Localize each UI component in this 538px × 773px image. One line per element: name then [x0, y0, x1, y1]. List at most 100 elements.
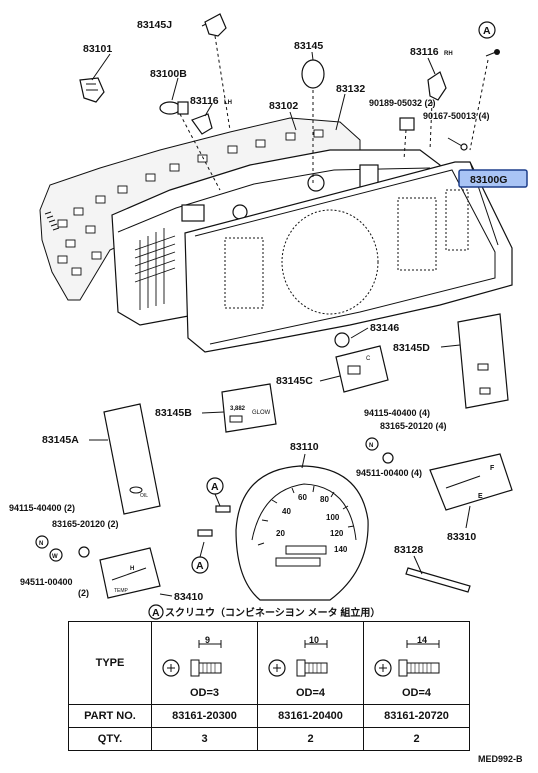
label-83116-lh: 83116: [190, 95, 219, 107]
table-row-part-no: PART NO. 83161-20300 83161-20400 83161-2…: [68, 704, 470, 728]
part-no-1: 83161-20300: [151, 704, 258, 728]
label-94511-left-qty: (2): [78, 588, 89, 598]
label-94511-right: 94511-00400 (4): [356, 468, 422, 478]
od-2: OD=4: [295, 687, 326, 699]
svg-text:C: C: [366, 356, 371, 362]
svg-text:A: A: [211, 481, 219, 493]
callout-a-mid: A: [206, 477, 231, 513]
svg-text:A: A: [483, 25, 491, 37]
label-83102: 83102: [269, 100, 298, 112]
qty-3: 2: [363, 727, 470, 751]
plate-83145A: OIL: [103, 403, 161, 515]
od-1: OD=3: [189, 687, 220, 699]
svg-text:120: 120: [330, 529, 344, 538]
bulb-83101: [79, 77, 105, 103]
label-83145C: 83145C: [276, 375, 313, 387]
label-83101: 83101: [83, 43, 112, 55]
label-83165-left: 83165-20120 (2): [52, 519, 119, 529]
part-no-3: 83161-20720: [363, 704, 470, 728]
label-83116-rh: 83116: [410, 46, 439, 58]
svg-text:A: A: [152, 607, 160, 619]
label-83310: 83310: [447, 531, 476, 543]
cable-83128: [405, 567, 471, 593]
svg-text:A: A: [196, 560, 204, 572]
type-cell-2: 10 OD=4: [257, 621, 364, 705]
meter-hood: [184, 161, 513, 353]
label-83145: 83145: [294, 40, 323, 52]
svg-text:W: W: [52, 554, 58, 560]
footnote-title: スクリユウ（コンビネーシヨン メータ 組立用）: [165, 606, 380, 619]
svg-text:10: 10: [309, 636, 319, 645]
clip-90189: [399, 117, 415, 131]
svg-text:100: 100: [326, 513, 340, 522]
svg-text:N: N: [369, 443, 373, 449]
svg-text:140: 140: [334, 545, 348, 554]
callout-a-top: A: [478, 21, 496, 39]
bracket-83116-lh: [191, 113, 213, 135]
plate-83145C: C: [335, 345, 389, 393]
label-83128: 83128: [394, 544, 423, 556]
screw-table: TYPE 9 OD=3 10: [68, 621, 470, 751]
label-83145D: 83145D: [393, 342, 430, 354]
type-cell-3: 14 OD=4: [363, 621, 470, 705]
screw-a-top: [485, 49, 500, 57]
part-no-2: 83161-20400: [257, 704, 364, 728]
washer-n-left: N: [35, 535, 49, 549]
svg-text:3,882: 3,882: [230, 406, 246, 412]
speedometer-83110: 20 40 60 80 100 120 140: [235, 465, 369, 601]
svg-text:80: 80: [320, 495, 329, 504]
plate-83145B: 3,882 GLOW: [221, 383, 277, 433]
label-90189: 90189-05032 (2): [369, 98, 436, 108]
socket-83146: [334, 332, 350, 348]
callout-a-low: A: [191, 529, 213, 574]
label-90167: 90167-50013 (4): [423, 111, 490, 121]
svg-text:TEMP: TEMP: [114, 588, 129, 594]
svg-text:60: 60: [298, 493, 307, 502]
bracket-83116-rh: [427, 71, 447, 101]
label-94115-right: 94115-40400 (4): [364, 408, 430, 418]
svg-text:F: F: [490, 465, 495, 472]
label-83165-right: 83165-20120 (4): [380, 421, 447, 431]
label-94115-left: 94115-40400 (2): [9, 503, 75, 513]
diagram-code: MED992-B: [478, 754, 523, 764]
svg-text:E: E: [478, 493, 483, 500]
qty-1: 3: [151, 727, 258, 751]
header-qty: QTY.: [68, 727, 152, 751]
socket-83145J: [204, 13, 227, 37]
label-83145B: 83145B: [155, 407, 192, 419]
svg-text:40: 40: [282, 507, 291, 516]
washer-n-right: N: [365, 437, 379, 451]
screw-icon: 10: [267, 635, 327, 677]
svg-text:9: 9: [205, 636, 210, 645]
svg-text:H: H: [130, 566, 134, 572]
label-83146: 83146: [370, 322, 399, 334]
label-83145J: 83145J: [137, 19, 172, 31]
svg-text:N: N: [39, 541, 43, 547]
od-3: OD=4: [401, 687, 432, 699]
footnote: A スクリユウ（コンビネーシヨン メータ 組立用）: [148, 604, 380, 620]
header-part-no: PART NO.: [68, 704, 152, 728]
qty-2: 2: [257, 727, 364, 751]
svg-text:GLOW: GLOW: [252, 410, 271, 416]
screw-90167: [447, 137, 468, 151]
label-83116-rh-sub: RH: [444, 51, 453, 57]
type-cell-1: 9 OD=3: [151, 621, 258, 705]
washer-w-left: W: [49, 548, 63, 562]
nut-83165-left: [78, 546, 90, 558]
leaders-top: [91, 23, 489, 191]
label-83410: 83410: [174, 591, 203, 603]
label-83110: 83110: [290, 441, 319, 453]
screw-icon: 14: [373, 635, 439, 677]
header-type: TYPE: [68, 621, 152, 705]
svg-text:OIL: OIL: [140, 493, 148, 499]
label-83100B: 83100B: [150, 68, 187, 80]
lens-83145: [301, 59, 325, 89]
table-row-qty: QTY. 3 2 2: [68, 727, 470, 751]
plate-83145D: [457, 313, 509, 409]
label-94511-left: 94511-00400: [20, 577, 73, 587]
nut-83165-right: [382, 452, 394, 464]
svg-text:14: 14: [417, 636, 427, 645]
screw-icon: 9: [161, 635, 221, 677]
